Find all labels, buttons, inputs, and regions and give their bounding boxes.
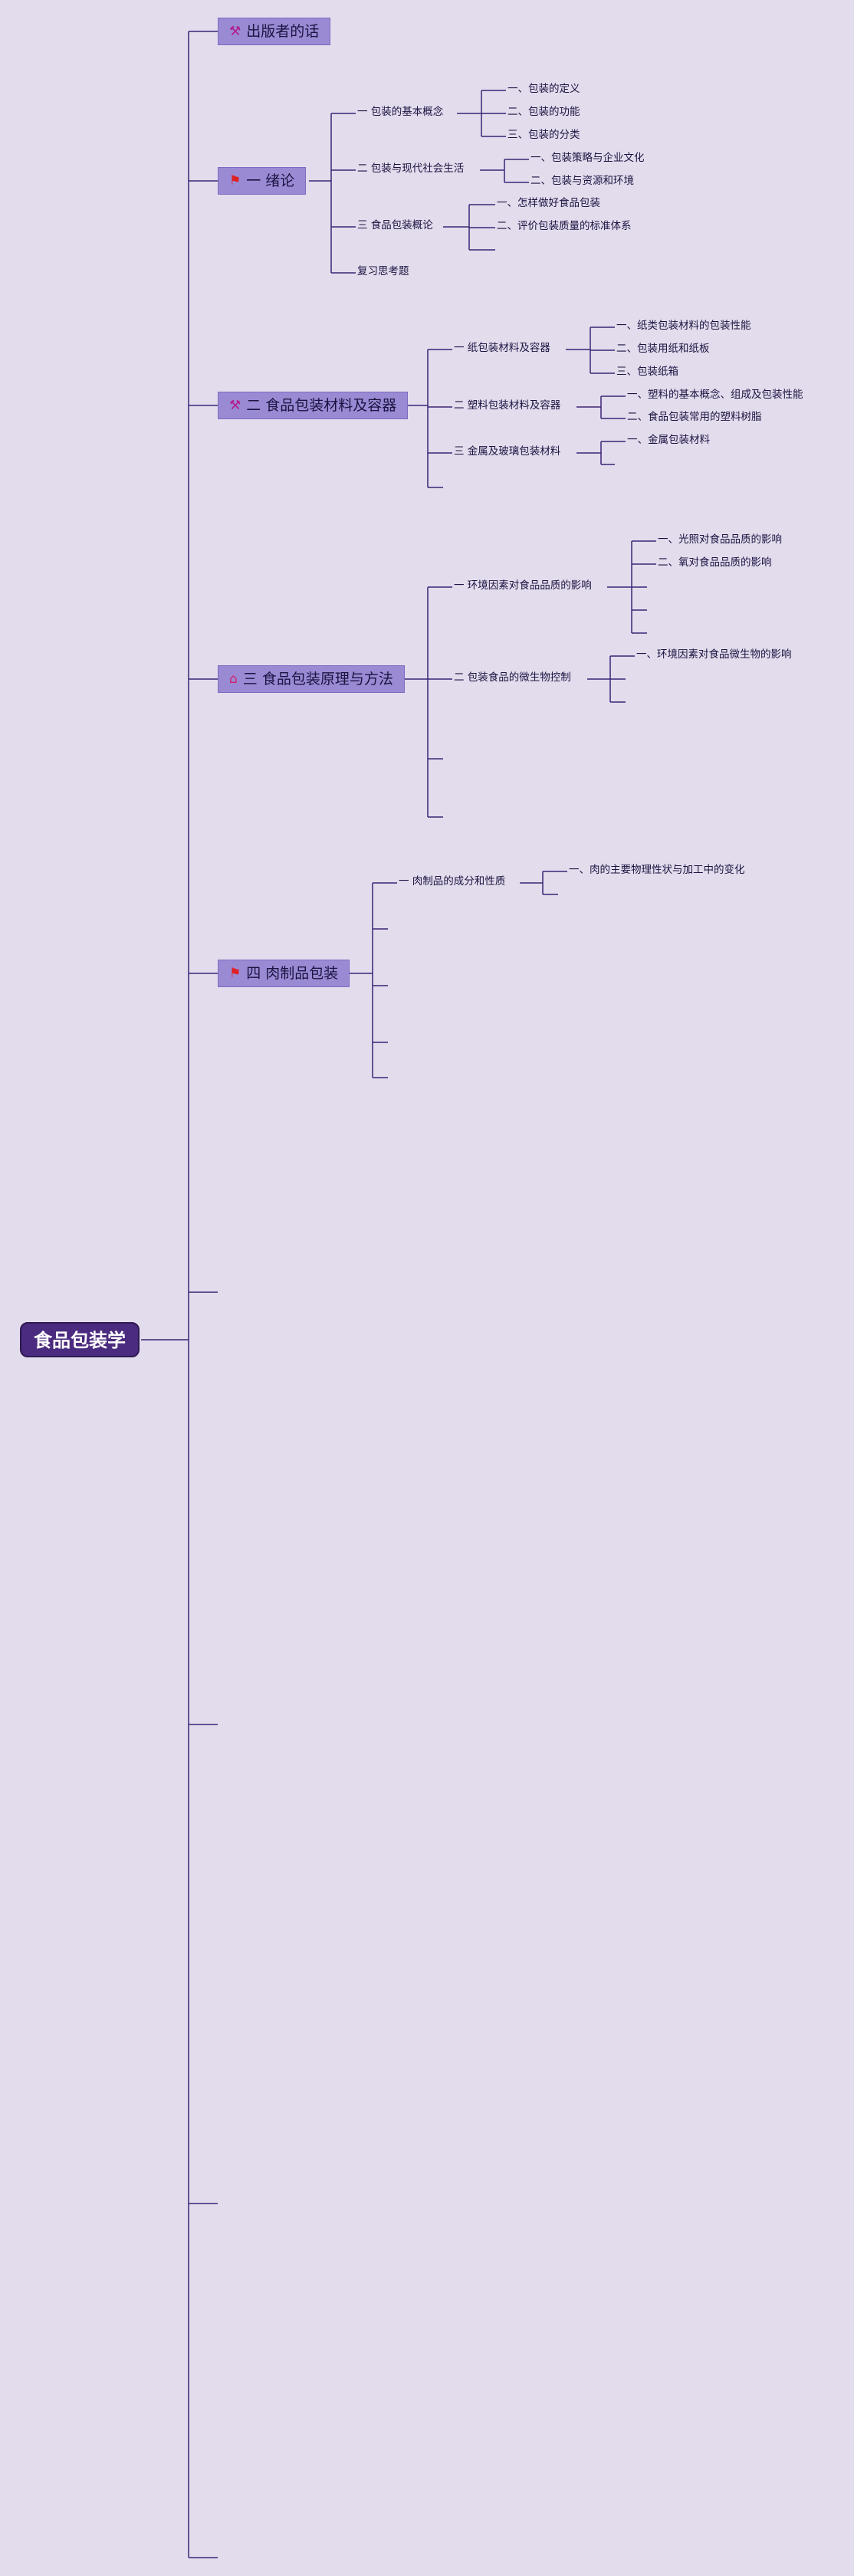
leaf-node[interactable]: 二、评价包装质量的标准体系 xyxy=(497,220,632,232)
subtopic-node[interactable]: 一 肉制品的成分和性质 xyxy=(399,875,506,888)
topic-label: 一 绪论 xyxy=(246,172,295,189)
subtopic-node[interactable]: 三 食品包装概论 xyxy=(357,219,433,231)
root-label: 食品包装学 xyxy=(34,1330,126,1351)
leaf-node[interactable]: 三、包装的分类 xyxy=(507,129,580,141)
leaf-node[interactable]: 二、氧对食品品质的影响 xyxy=(658,556,772,569)
subtopic-node[interactable]: 复习思考题 xyxy=(357,265,409,277)
leaf-node[interactable]: 一、塑料的基本概念、组成及包装性能 xyxy=(627,389,803,401)
subtopic-node[interactable]: 三 金属及玻璃包装材料 xyxy=(454,445,561,458)
topic-label: 三 食品包装原理与方法 xyxy=(242,670,393,687)
leaf-node[interactable]: 三、包装纸箱 xyxy=(616,366,678,378)
leaf-node[interactable]: 一、光照对食品品质的影响 xyxy=(658,533,782,546)
leaf-node[interactable]: 二、包装的功能 xyxy=(507,106,580,118)
leaf-node[interactable]: 一、包装的定义 xyxy=(507,83,580,95)
leaf-node[interactable]: 一、环境因素对食品微生物的影响 xyxy=(636,648,792,661)
topic-introduction[interactable]: ⚑ 一 绪论 xyxy=(218,167,307,195)
topic-publisher-note[interactable]: ⚒ 出版者的话 xyxy=(218,18,331,45)
leaf-node[interactable]: 一、包装策略与企业文化 xyxy=(530,152,645,164)
red-flag-icon: ⚑ xyxy=(229,172,241,189)
leaf-node[interactable]: 二、包装用纸和纸板 xyxy=(616,343,710,355)
subtopic-node[interactable]: 二 塑料包装材料及容器 xyxy=(454,399,561,412)
subtopic-node[interactable]: 二 包装与现代社会生活 xyxy=(357,162,465,175)
tools-icon: ⚒ xyxy=(229,397,241,413)
subtopic-node[interactable]: 一 纸包装材料及容器 xyxy=(454,342,550,354)
home-icon: ⌂ xyxy=(229,671,238,687)
topic-label: 二 食品包装材料及容器 xyxy=(246,396,397,414)
subtopic-node[interactable]: 二 包装食品的微生物控制 xyxy=(454,671,571,684)
leaf-node[interactable]: 一、怎样做好食品包装 xyxy=(497,197,600,209)
leaf-node[interactable]: 一、肉的主要物理性状与加工中的变化 xyxy=(569,864,745,876)
leaf-node[interactable]: 二、包装与资源和环境 xyxy=(530,175,634,187)
subtopic-node[interactable]: 一 包装的基本概念 xyxy=(357,106,444,118)
red-flag-icon: ⚑ xyxy=(229,965,241,981)
topic-meat-packaging[interactable]: ⚑ 四 肉制品包装 xyxy=(218,960,350,987)
topic-label: 四 肉制品包装 xyxy=(246,964,339,982)
topic-principles-methods[interactable]: ⌂ 三 食品包装原理与方法 xyxy=(218,665,405,693)
root-node[interactable]: 食品包装学 xyxy=(20,1322,140,1357)
leaf-node[interactable]: 二、食品包装常用的塑料树脂 xyxy=(627,411,762,423)
leaf-node[interactable]: 一、金属包装材料 xyxy=(627,434,710,446)
leaf-node[interactable]: 一、纸类包装材料的包装性能 xyxy=(616,320,751,332)
subtopic-node[interactable]: 一 环境因素对食品品质的影响 xyxy=(454,579,592,592)
topic-label: 出版者的话 xyxy=(246,22,320,40)
topic-materials-containers[interactable]: ⚒ 二 食品包装材料及容器 xyxy=(218,392,409,419)
tools-icon: ⚒ xyxy=(229,23,241,39)
